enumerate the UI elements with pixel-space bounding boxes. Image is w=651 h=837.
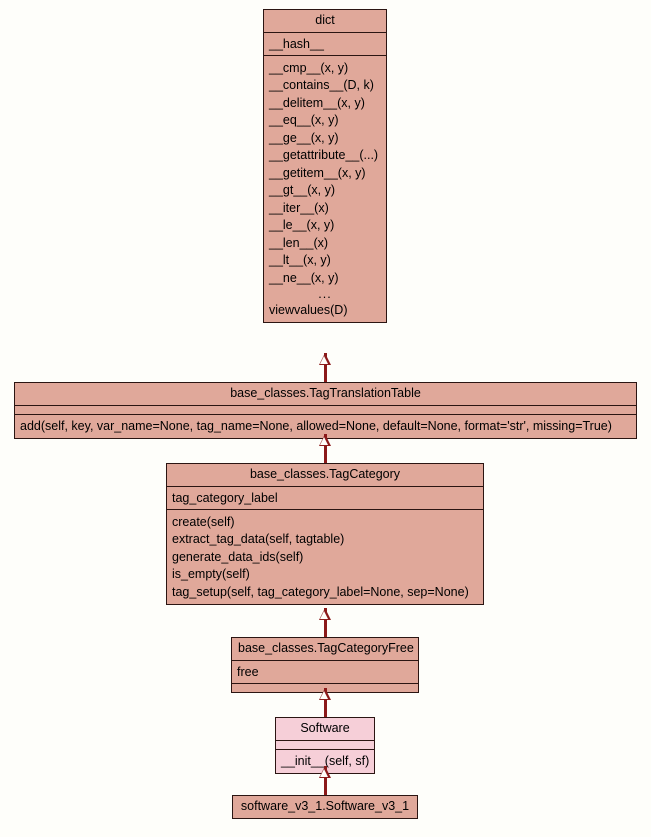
inheritance-arrowhead	[318, 766, 331, 778]
edge-line	[323, 608, 327, 637]
class-methods-tagtranslationtable: add(self, key, var_name=None, tag_name=N…	[15, 413, 636, 439]
edge-line	[323, 434, 327, 463]
method-row: tag_setup(self, tag_category_label=None,…	[172, 584, 469, 599]
method-row: __iter__(x)	[269, 200, 329, 215]
inheritance-arrowhead	[318, 353, 331, 365]
class-methods-tagcategory: create(self) extract_tag_data(self, tagt…	[167, 509, 483, 604]
class-box-software[interactable]: Software __init__(self, sf)	[275, 717, 375, 774]
edge-line	[323, 688, 327, 717]
class-box-tagcategoryfree[interactable]: base_classes.TagCategoryFree free	[231, 637, 419, 693]
method-row: extract_tag_data(self, tagtable)	[172, 532, 345, 546]
class-box-dict[interactable]: dict __hash__ __cmp__(x, y) __contains__…	[263, 9, 387, 323]
method-row: __init__(self, sf)	[281, 754, 370, 768]
class-box-software-v3-1[interactable]: software_v3_1.Software_v3_1	[232, 795, 418, 819]
class-methods-software: __init__(self, sf)	[276, 748, 374, 774]
class-title-dict: dict	[315, 13, 335, 27]
class-attributes-tagtranslationtable	[15, 404, 636, 414]
method-row: __len__(x)	[269, 235, 329, 250]
method-row: __lt__(x, y)	[269, 253, 331, 267]
attribute-row: tag_category_label	[172, 491, 278, 505]
class-attributes-tagcategoryfree: free	[232, 659, 418, 684]
method-row-ellipsis: ...	[318, 286, 332, 301]
method-row: generate_data_ids(self)	[172, 549, 304, 564]
method-row: __gt__(x, y)	[269, 183, 336, 197]
class-methods-dict: __cmp__(x, y) __contains__(D, k) __delit…	[264, 55, 386, 322]
method-row: is_empty(self)	[172, 567, 250, 581]
class-title-software: Software	[300, 721, 350, 735]
method-row: viewvalues(D)	[269, 302, 348, 317]
class-attributes-software	[276, 739, 374, 749]
inheritance-arrowhead	[318, 688, 331, 700]
method-row: __contains__(D, k)	[269, 78, 374, 92]
class-attributes-dict: __hash__	[264, 31, 386, 56]
inheritance-arrowhead	[318, 608, 331, 620]
attribute-row: __hash__	[269, 37, 324, 51]
class-box-tagcategory[interactable]: base_classes.TagCategory tag_category_la…	[166, 463, 484, 605]
class-title-tagcategory: base_classes.TagCategory	[249, 467, 401, 481]
method-row: add(self, key, var_name=None, tag_name=N…	[20, 419, 612, 433]
class-title-software-v3-1: software_v3_1.Software_v3_1	[240, 799, 410, 813]
method-row: __getitem__(x, y)	[269, 165, 366, 180]
class-attributes-tagcategory: tag_category_label	[167, 485, 483, 510]
class-methods-tagcategoryfree	[232, 683, 418, 692]
attribute-row: free	[237, 665, 259, 679]
method-row: create(self)	[172, 514, 235, 529]
edge-line	[323, 766, 327, 795]
class-box-tagtranslationtable[interactable]: base_classes.TagTranslationTable add(sel…	[14, 382, 637, 439]
method-row: __getattribute__(...)	[269, 148, 379, 162]
class-title-tagtranslationtable: base_classes.TagTranslationTable	[230, 386, 421, 400]
edge-line	[323, 353, 327, 382]
method-row: __ge__(x, y)	[269, 130, 339, 145]
method-row: __ne__(x, y)	[269, 270, 339, 285]
method-row: __delitem__(x, y)	[269, 95, 365, 110]
method-row: __le__(x, y)	[269, 218, 335, 232]
method-row: __eq__(x, y)	[269, 113, 339, 127]
method-row: __cmp__(x, y)	[269, 60, 349, 75]
inheritance-arrowhead	[318, 434, 331, 446]
class-title-tagcategoryfree: base_classes.TagCategoryFree	[238, 641, 414, 655]
